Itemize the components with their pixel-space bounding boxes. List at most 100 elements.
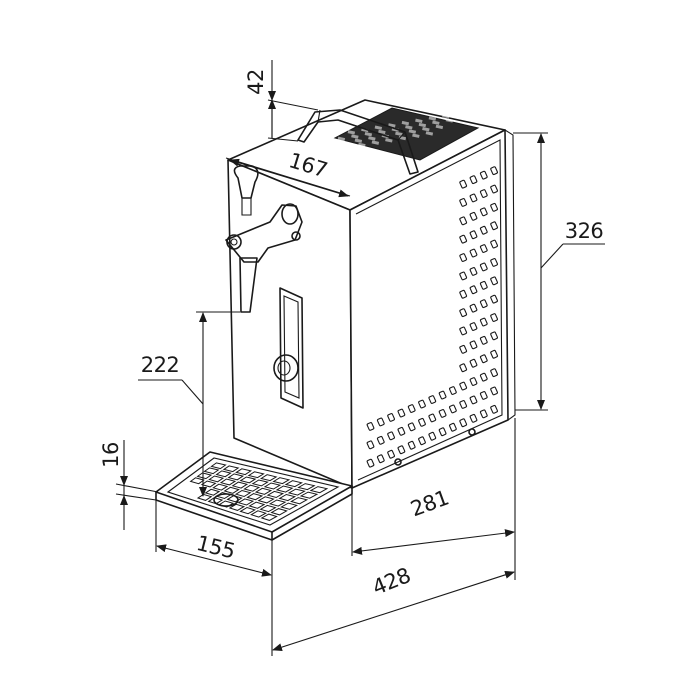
vent-slot — [490, 294, 498, 304]
dim-label-281: 281 — [407, 486, 451, 522]
top-vent-slot — [435, 124, 444, 130]
grate-slot — [234, 489, 252, 498]
grate-slot — [270, 508, 288, 516]
side-vent-grid — [366, 166, 498, 468]
top-vent-slot — [354, 138, 363, 143]
vent-slot — [459, 381, 468, 391]
vent-slot — [397, 426, 406, 436]
top-vent-slot — [347, 130, 356, 135]
vent-slot — [459, 198, 468, 207]
grate-slot — [231, 481, 249, 489]
vent-slot — [479, 335, 488, 345]
vent-slot — [366, 440, 375, 450]
vent-slot — [490, 349, 498, 359]
top-vent-slot — [351, 134, 359, 139]
vent-slot — [479, 170, 488, 180]
vent-slot — [459, 363, 468, 373]
level-window — [279, 287, 304, 409]
vent-slot — [490, 184, 498, 194]
grate-slot — [309, 486, 329, 494]
grate-slot — [254, 487, 273, 495]
grate-slot — [204, 488, 221, 496]
vent-slot — [459, 400, 468, 409]
vent-slot — [438, 409, 447, 418]
vent-slot — [479, 262, 488, 272]
grate-slot — [299, 491, 319, 499]
vent-slot — [469, 303, 478, 313]
drain-icon — [213, 493, 239, 507]
vent-slot — [469, 322, 478, 331]
cabinet-front-panel — [227, 159, 353, 489]
vent-slot — [479, 409, 488, 419]
vent-slot — [479, 244, 488, 253]
vent-slot — [387, 413, 395, 422]
vent-slot — [490, 258, 498, 267]
vent-slot — [490, 202, 498, 212]
vent-slot — [459, 326, 468, 336]
top-vent-slot — [358, 142, 366, 148]
grate-slot — [228, 503, 246, 511]
vent-slot — [479, 372, 488, 382]
vent-slot — [479, 225, 488, 235]
vent-slot — [469, 175, 478, 185]
vent-slot — [459, 308, 468, 318]
vent-slot — [376, 417, 385, 427]
top-vent-slot — [425, 131, 434, 136]
vent-slot — [469, 413, 478, 423]
grate-slot — [212, 483, 229, 491]
grate-slot — [259, 474, 278, 482]
vent-slot — [469, 377, 478, 386]
top-vent-slot — [455, 111, 464, 117]
vent-slot — [459, 344, 468, 354]
vent-slot — [469, 285, 478, 295]
grate-slot — [207, 497, 224, 505]
grate-slot — [203, 467, 220, 475]
vent-slot — [438, 390, 447, 400]
dim-label-326: 326 — [565, 219, 604, 243]
vent-slot — [469, 395, 478, 405]
top-vent-slot — [442, 114, 450, 119]
grate-slot — [226, 495, 243, 503]
dim-label-222: 222 — [141, 353, 180, 377]
vent-slot — [490, 239, 498, 249]
grate-slot — [247, 471, 265, 479]
vent-slot — [438, 427, 447, 437]
grate-slot — [248, 501, 266, 509]
grate-slot — [259, 504, 277, 513]
top-vent-slot — [412, 133, 420, 138]
dim-label-42: 42 — [244, 69, 268, 95]
vent-slot — [479, 280, 488, 290]
vent-slot — [387, 449, 395, 459]
vent-slot — [418, 417, 426, 427]
vent-slot — [366, 458, 375, 468]
vent-slot — [479, 317, 488, 327]
vent-slot — [490, 404, 498, 414]
vent-slot — [376, 435, 385, 445]
vent-slot — [418, 399, 426, 409]
grate-slot — [268, 499, 287, 507]
top-vent-slot — [344, 145, 353, 150]
dim-overall-height: 326 — [513, 132, 605, 411]
vent-slot — [469, 358, 478, 368]
grate-slot — [263, 482, 282, 490]
top-vent-slot — [408, 129, 417, 134]
top-vent-slot — [341, 140, 349, 146]
grate-slot — [280, 502, 299, 510]
vent-slot — [459, 418, 468, 428]
top-vent-slot — [378, 129, 386, 135]
vent-slot — [459, 289, 468, 299]
vent-slot — [479, 189, 488, 198]
vent-slot — [469, 211, 478, 221]
vent-slot — [407, 440, 416, 450]
dim-handle-height: 42 — [244, 60, 319, 142]
vent-slot — [490, 276, 498, 286]
top-vent-slot — [331, 147, 339, 152]
dim-overall-depth: 428 — [271, 538, 516, 656]
vent-slot — [459, 253, 468, 262]
grate-slot — [284, 480, 303, 488]
vent-slot — [469, 230, 478, 240]
vent-slot — [428, 413, 437, 423]
top-vent-slot — [428, 116, 437, 121]
top-vent-slot — [395, 131, 403, 137]
grate-slot — [297, 483, 316, 491]
